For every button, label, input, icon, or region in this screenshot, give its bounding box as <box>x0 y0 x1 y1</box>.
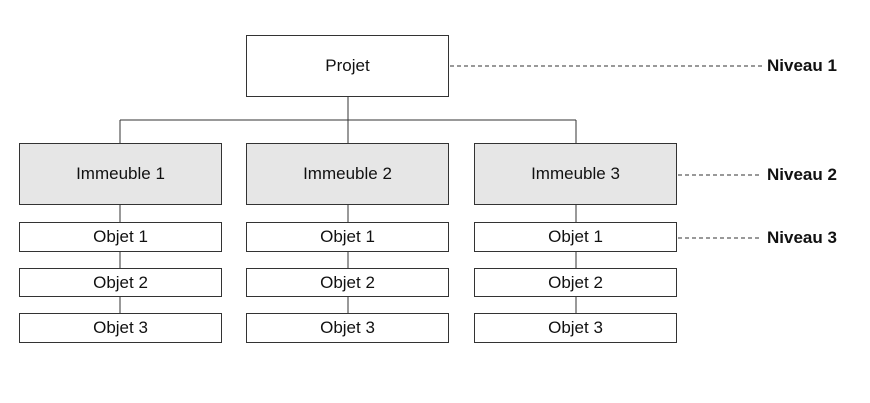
b2-object-2-box: Objet 2 <box>246 268 449 297</box>
b1-object-1-box: Objet 1 <box>19 222 222 252</box>
building-1-label: Immeuble 1 <box>76 164 165 183</box>
object-label: Objet 1 <box>320 227 375 246</box>
project-box: Projet <box>246 35 449 97</box>
building-1-box: Immeuble 1 <box>19 143 222 205</box>
level-2-label: Niveau 2 <box>767 165 837 184</box>
building-3-label: Immeuble 3 <box>531 164 620 183</box>
b3-object-1-box: Objet 1 <box>474 222 677 252</box>
building-3-box: Immeuble 3 <box>474 143 677 205</box>
object-label: Objet 2 <box>320 272 375 292</box>
b1-object-3-box: Objet 3 <box>19 313 222 343</box>
level-3-label: Niveau 3 <box>767 228 837 247</box>
object-label: Objet 2 <box>93 272 148 292</box>
object-label: Objet 3 <box>93 318 148 337</box>
level-1-label: Niveau 1 <box>767 56 837 75</box>
object-label: Objet 1 <box>548 227 603 246</box>
b3-object-2-box: Objet 2 <box>474 268 677 297</box>
b2-object-1-box: Objet 1 <box>246 222 449 252</box>
b2-object-3-box: Objet 3 <box>246 313 449 343</box>
b1-object-2-box: Objet 2 <box>19 268 222 297</box>
b3-object-3-box: Objet 3 <box>474 313 677 343</box>
object-label: Objet 3 <box>548 318 603 337</box>
building-2-box: Immeuble 2 <box>246 143 449 205</box>
object-label: Objet 1 <box>93 227 148 246</box>
building-2-label: Immeuble 2 <box>303 164 392 183</box>
object-label: Objet 2 <box>548 272 603 292</box>
object-label: Objet 3 <box>320 318 375 337</box>
project-label: Projet <box>325 56 370 75</box>
